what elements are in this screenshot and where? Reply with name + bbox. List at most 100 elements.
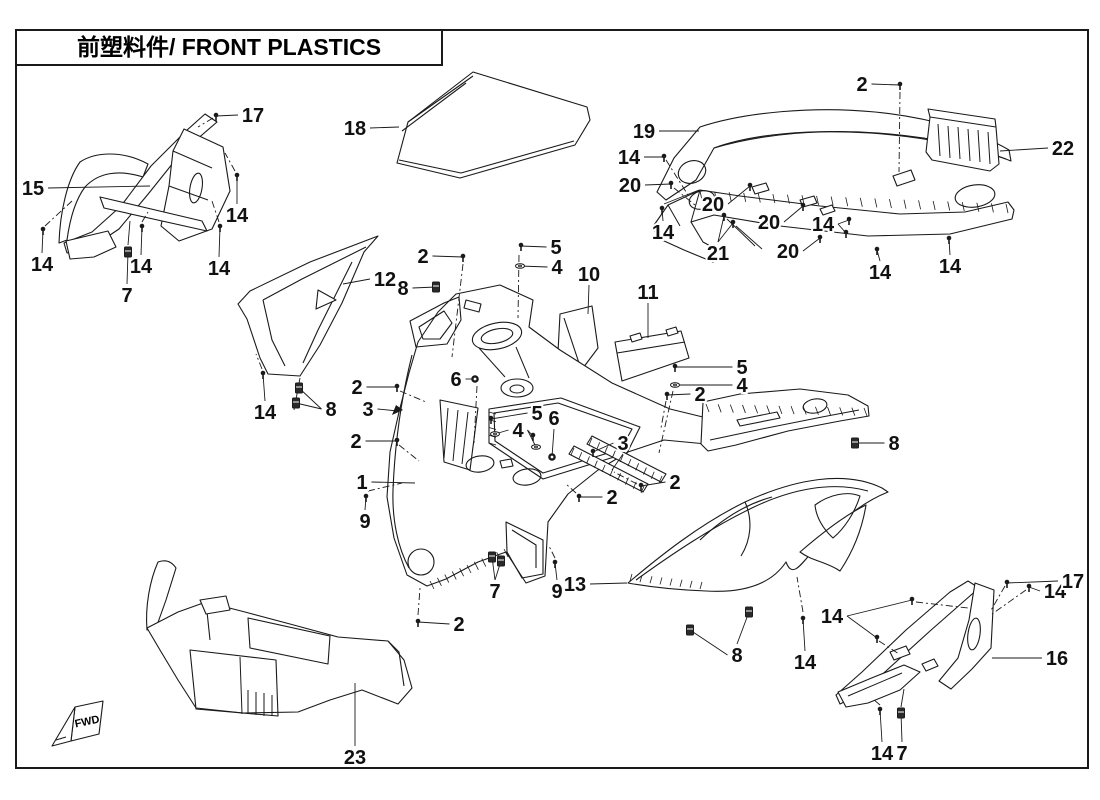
screw-icon [552, 559, 558, 568]
guide-line [473, 385, 478, 444]
nut-icon [548, 453, 556, 461]
callout-9: 9 [357, 493, 373, 535]
screw-icon [590, 448, 596, 457]
part-number-5: 5 [531, 403, 542, 425]
guide-line [255, 353, 263, 370]
part-number-14: 14 [618, 147, 641, 169]
part-number-22: 22 [1052, 138, 1074, 160]
part-number-2: 2 [417, 246, 428, 268]
clip-icon [292, 397, 300, 409]
callout-14: 14 [128, 223, 155, 280]
screw-icon [874, 246, 880, 255]
part-number-15: 15 [22, 178, 44, 200]
screw-icon [668, 180, 674, 189]
callout-4: 4 [490, 418, 541, 450]
guide-line [898, 91, 901, 173]
callout-6: 6 [448, 367, 479, 393]
screw-icon [260, 370, 266, 379]
grille-22 [925, 108, 1000, 172]
washer-icon [670, 382, 680, 388]
screw-icon [217, 223, 223, 232]
center-console-1 [386, 284, 754, 590]
screw-icon [1004, 579, 1010, 588]
part-number-8: 8 [397, 278, 408, 300]
part-number-11: 11 [637, 282, 658, 304]
screw-icon [747, 182, 753, 191]
guide-line [663, 189, 700, 205]
guide-line [613, 471, 638, 485]
callout-4: 4 [670, 373, 750, 399]
callout-20: 20 [700, 182, 753, 218]
guide-line [735, 225, 763, 250]
part-number-19: 19 [633, 121, 655, 143]
part-number-6: 6 [450, 369, 461, 391]
callout-2: 2 [638, 470, 683, 496]
callout-18: 18 [342, 116, 400, 142]
side-panel-12 [237, 235, 379, 377]
callout-14: 14 [29, 226, 56, 278]
lower-panel-23 [146, 560, 413, 717]
callout-17: 17 [1004, 569, 1086, 595]
callout-19: 19 [631, 119, 699, 145]
part-number-2: 2 [694, 384, 705, 406]
guide-line [141, 211, 149, 223]
screw-icon [877, 706, 883, 715]
fwd-direction-label: FWD [74, 713, 101, 730]
guide-line [991, 589, 1027, 615]
callout-14: 14 [937, 235, 964, 280]
part-number-5: 5 [736, 357, 747, 379]
part-number-20: 20 [702, 194, 724, 216]
screw-icon [909, 596, 915, 605]
callout-14: 14 [792, 615, 819, 676]
part-number-14: 14 [1044, 581, 1067, 603]
guide-line [900, 688, 905, 708]
callout-2: 2 [349, 375, 400, 401]
part-number-14: 14 [871, 743, 894, 765]
part-number-14: 14 [208, 258, 231, 280]
callout-1: 1 [354, 470, 416, 496]
part-number-14: 14 [130, 256, 153, 278]
part-number-2: 2 [350, 431, 361, 453]
screw-icon [664, 391, 670, 400]
clip-icon [488, 551, 496, 563]
guide-line [673, 187, 696, 206]
part-number-14: 14 [939, 256, 962, 278]
part-number-3: 3 [362, 399, 373, 421]
screw-icon [897, 81, 903, 90]
screw-icon [800, 615, 806, 624]
part-number-14: 14 [794, 652, 817, 674]
callout-2: 2 [415, 244, 466, 270]
callout-8: 8 [395, 276, 440, 302]
part-number-14: 14 [254, 402, 277, 424]
part-number-5: 5 [550, 237, 561, 259]
screw-icon [460, 253, 466, 262]
part-number-2: 2 [606, 487, 617, 509]
callout-9: 9 [549, 559, 565, 605]
part-number-21: 21 [707, 243, 729, 265]
screw-icon [721, 212, 727, 221]
clip-icon [124, 246, 132, 258]
callout-14: 14 [252, 370, 279, 426]
clip-arrow-icon [392, 405, 403, 415]
guide-line [417, 587, 421, 616]
part-number-2: 2 [453, 614, 464, 636]
callout-2: 2 [348, 429, 400, 455]
guide-line [398, 444, 420, 462]
part-number-2: 2 [351, 377, 362, 399]
callout-3: 3 [360, 397, 403, 423]
callout-10: 10 [576, 262, 602, 315]
callout-14: 14 [650, 205, 677, 246]
guide-line [211, 200, 220, 223]
callout-2: 2 [415, 612, 467, 638]
callout-14: 14 [206, 223, 233, 282]
callout-15: 15 [20, 176, 151, 202]
callout-14: 14 [1026, 579, 1069, 605]
guide-line [660, 400, 667, 429]
screw-icon [394, 383, 400, 392]
guide-line [665, 159, 689, 196]
part-number-4: 4 [551, 257, 563, 279]
callout-14: 14 [819, 596, 915, 643]
screw-icon [40, 226, 46, 235]
